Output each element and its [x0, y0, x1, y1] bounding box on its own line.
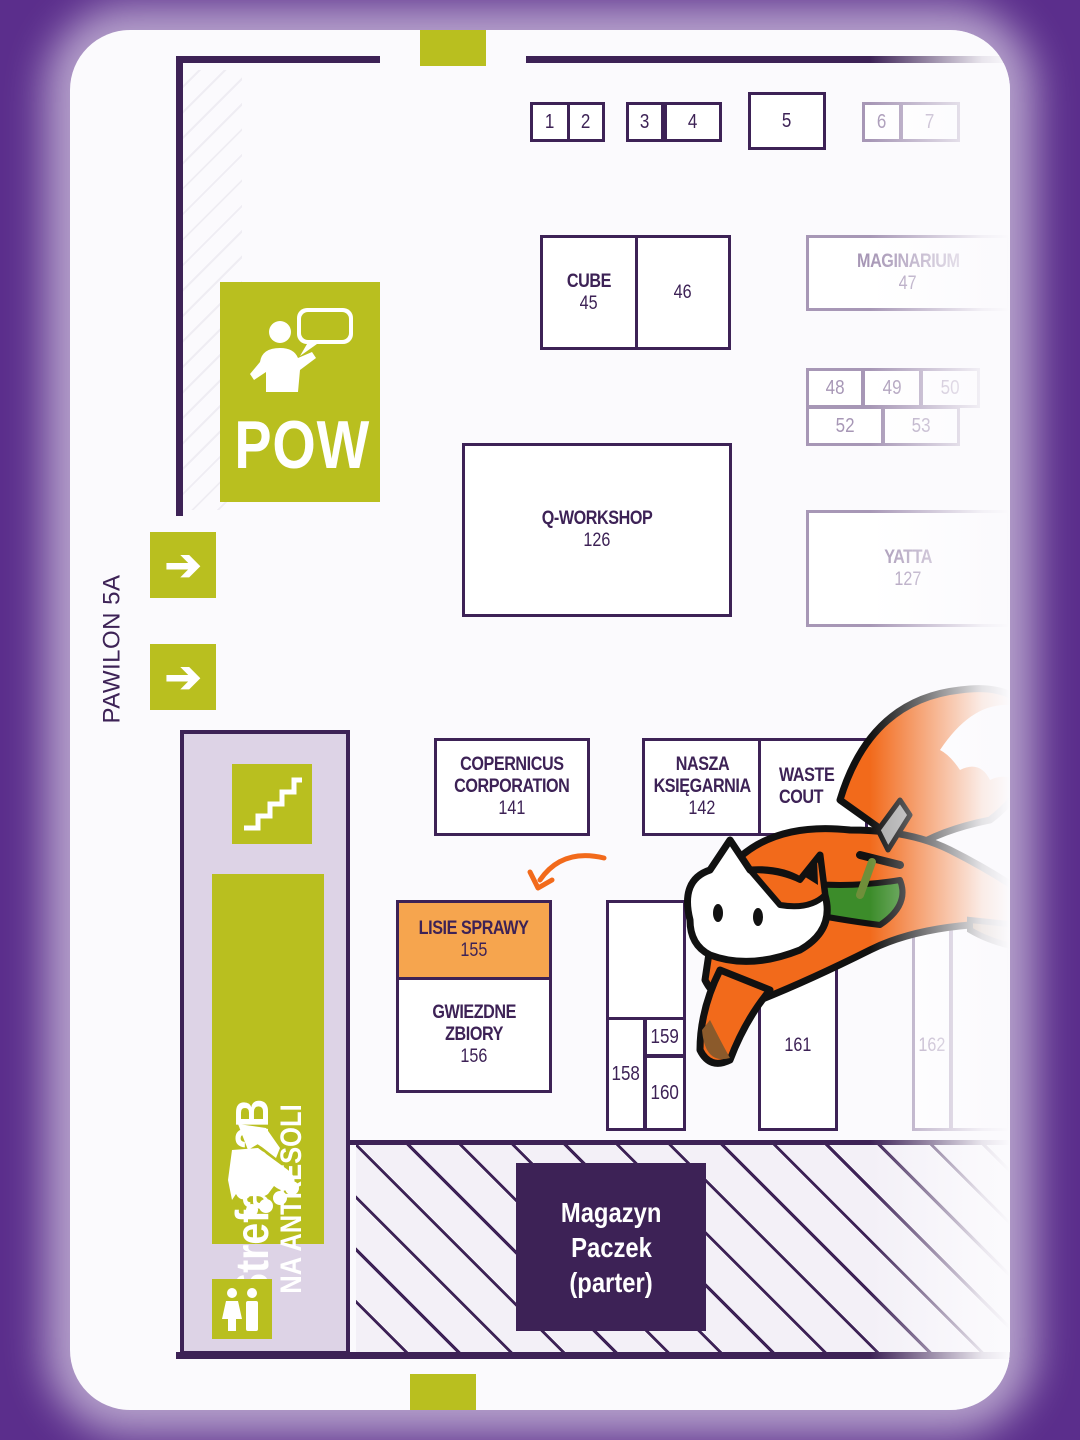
booth-1[interactable]: 1 [530, 102, 570, 142]
booth-160[interactable]: 160 [644, 1055, 686, 1131]
pow-zone[interactable]: POW [220, 282, 380, 502]
booth-gwiezdne-zbiory[interactable]: GWIEZDNE ZBIORY 156 [396, 977, 552, 1093]
pow-label: POW [234, 407, 371, 483]
booth-nasza-ksiegarnia[interactable]: NASZA KSIĘGARNIA 142 [642, 738, 762, 836]
booth-lisie-sprawy[interactable]: LISIE SPRAWY 155 [396, 900, 552, 980]
booth-maginarium[interactable]: MAGINARIUM 47 [806, 235, 1010, 311]
wall-hatch-top [350, 1140, 1010, 1145]
entrance-arrow-1: ➔ [150, 532, 216, 598]
restroom-box [212, 1279, 272, 1339]
booth-159[interactable]: 159 [644, 1017, 686, 1057]
wall-left-upper [176, 56, 183, 516]
wall-top-left [176, 56, 380, 63]
booth-2[interactable]: 2 [567, 102, 605, 142]
booth-46[interactable]: 46 [635, 235, 731, 350]
booth-52[interactable]: 52 [806, 406, 884, 446]
handshake-icon [228, 1124, 299, 1216]
booth-5[interactable]: 5 [748, 92, 826, 150]
entrance-top [420, 30, 486, 66]
booth-48[interactable]: 48 [806, 368, 864, 408]
booth-copernicus[interactable]: COPERNICUS CORPORATION 141 [434, 738, 590, 836]
fox-mascot-icon [684, 685, 1010, 1067]
presenter-icon [250, 308, 353, 392]
entrance-bottom [410, 1374, 476, 1410]
booth-7[interactable]: 7 [900, 102, 960, 142]
booth-158[interactable]: 158 [606, 1017, 646, 1131]
arrow-right-icon: ➔ [164, 540, 202, 590]
booth-49[interactable]: 49 [862, 368, 922, 408]
wall-top-right [526, 56, 1010, 63]
booth-53[interactable]: 53 [882, 406, 960, 446]
curved-arrow-icon [527, 853, 607, 891]
booth-cube[interactable]: CUBE 45 [540, 235, 638, 350]
storage-parcels[interactable]: Magazyn Paczek (parter) [516, 1163, 706, 1331]
stairs-box [232, 764, 312, 844]
booth-q-workshop[interactable]: Q-WORKSHOP 126 [462, 443, 732, 617]
map-frame: PAWILON 5A ➔ ➔ POW 1 2 3 4 5 6 7 CUBE 45… [70, 30, 1010, 1410]
pavilion-label: PAWILON 5A [98, 574, 126, 724]
booth-3[interactable]: 3 [626, 102, 664, 142]
booth-yatta[interactable]: YATTA 127 [806, 510, 1010, 627]
wall-bottom [176, 1352, 1010, 1359]
booth-4[interactable]: 4 [664, 102, 722, 142]
entrance-arrow-2: ➔ [150, 644, 216, 710]
stairs-icon [244, 777, 302, 831]
b2b-zone: Strefa B2B NA ANTRESOLI [212, 874, 324, 1299]
restroom-icon [222, 1288, 258, 1331]
b2b-panel[interactable]: Strefa B2B NA ANTRESOLI [180, 730, 350, 1355]
arrow-right-icon: ➔ [164, 652, 202, 702]
booth-157[interactable] [606, 900, 686, 1020]
booth-6[interactable]: 6 [862, 102, 902, 142]
booth-50[interactable]: 50 [920, 368, 980, 408]
